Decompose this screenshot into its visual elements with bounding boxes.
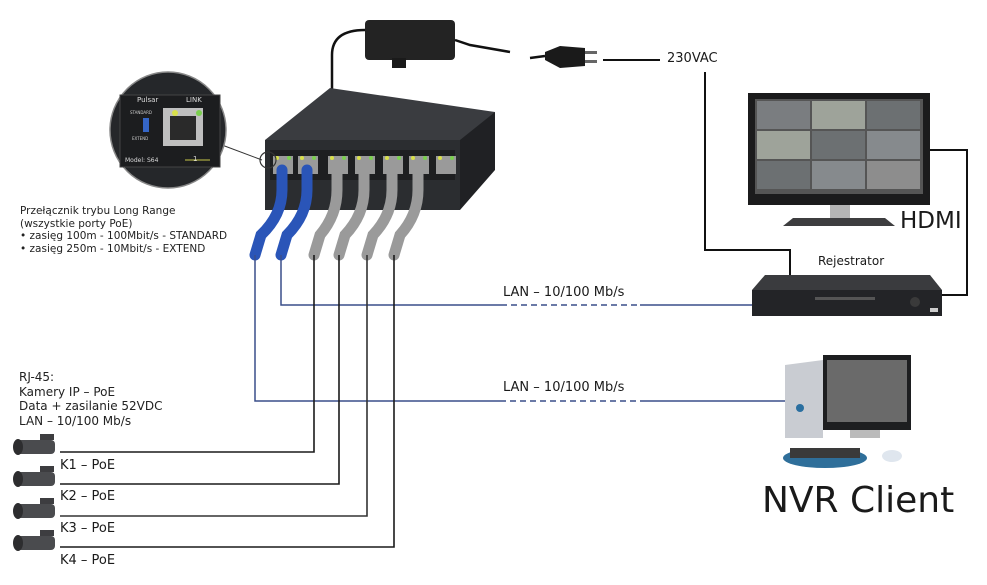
- camera-label-k4: K4 – PoE: [60, 553, 116, 568]
- network-cable-icon: [249, 164, 288, 261]
- mode-switch-note: Przełącznik trybu Long Range (wszystkie …: [20, 205, 227, 255]
- switch-detail-inset: [109, 71, 263, 189]
- port-led-icon: [411, 156, 415, 160]
- port-led-icon: [438, 156, 442, 160]
- nvr-client-icon: [783, 355, 911, 468]
- switch-model-label: Model: S64: [125, 157, 159, 164]
- ip-camera-icon: [13, 466, 55, 487]
- mode-note-line: Przełącznik trybu Long Range: [20, 205, 176, 217]
- client-lan-label: LAN – 10/100 Mb/s: [503, 380, 625, 395]
- camera-line-k3: [60, 255, 368, 517]
- camera-line-k4: [60, 255, 395, 548]
- nvr-client-label: NVR Client: [762, 480, 955, 521]
- port-led-icon: [450, 156, 454, 160]
- recorder-lan-line: [280, 255, 501, 306]
- network-cable-icon: [333, 164, 370, 261]
- camera-label-k3: K3 – PoE: [60, 521, 116, 536]
- camera-label-k2: K2 – PoE: [60, 489, 116, 504]
- camera-line-k1: [60, 255, 315, 453]
- dip-standard-label: STANDARD: [130, 110, 153, 115]
- port-led-icon: [300, 156, 304, 160]
- camera-label-k1: K1 – PoE: [60, 458, 116, 473]
- rj45-note-line: RJ-45:: [19, 370, 55, 384]
- rj45-note: RJ-45: Kamery IP – PoE Data + zasilanie …: [19, 370, 163, 428]
- dip-extend-label: EXTEND: [132, 136, 149, 141]
- hdmi-line: [930, 149, 968, 296]
- camera-line-k2: [60, 255, 340, 485]
- port-led-icon: [330, 156, 334, 160]
- camera-feed-tile: [812, 131, 865, 159]
- port-led-icon: [312, 156, 316, 160]
- camera-feed-tile: [867, 101, 920, 129]
- network-cable-icon: [308, 164, 343, 261]
- rj45-note-line: LAN – 10/100 Mb/s: [19, 413, 132, 428]
- power-adapter-icon: [365, 20, 511, 68]
- switch-link-label: LINK: [186, 96, 202, 104]
- port-number-label: 1: [193, 155, 198, 163]
- power-plug-icon: [529, 46, 597, 68]
- mode-note-line: (wszystkie porty PoE): [20, 217, 133, 230]
- recorder-icon: [752, 275, 942, 316]
- camera-feed-tile: [757, 101, 810, 129]
- port-led-icon: [369, 156, 373, 160]
- mode-note-line: • zasięg 100m - 100Mbit/s - STANDARD: [20, 230, 228, 242]
- network-cable-icon: [388, 164, 424, 261]
- rj45-port-icon: [436, 156, 456, 174]
- camera-feed-tile: [867, 131, 920, 159]
- camera-feed-tile: [757, 131, 810, 159]
- monitor-icon: [748, 93, 930, 226]
- port-led-icon: [357, 156, 361, 160]
- recorder-power-line: [704, 72, 791, 275]
- recorder-label: Rejestrator: [818, 254, 885, 268]
- port-led-icon: [287, 156, 291, 160]
- port-led-icon: [385, 156, 389, 160]
- ip-camera-icon: [13, 498, 55, 519]
- camera-feed-tile: [867, 161, 920, 189]
- port-led-icon: [342, 156, 346, 160]
- port-led-icon: [423, 156, 427, 160]
- client-lan-line: [254, 255, 500, 402]
- mains-voltage-label: 230VAC: [667, 51, 718, 66]
- hdmi-label: HDMI: [900, 208, 962, 234]
- ip-camera-icon: [13, 530, 55, 551]
- port-led-icon: [397, 156, 401, 160]
- mode-note-line: • zasięg 250m - 10Mbit/s - EXTEND: [20, 242, 206, 255]
- camera-feed-tile: [757, 161, 810, 189]
- network-cable-icon: [361, 164, 398, 261]
- network-cable-icon: [275, 164, 313, 261]
- ip-camera-icon: [13, 434, 55, 455]
- camera-feed-tile: [812, 161, 865, 189]
- switch-brand-label: Pulsar: [137, 96, 159, 104]
- camera-feed-tile: [812, 101, 865, 129]
- power-cable: [330, 28, 366, 90]
- recorder-lan-label: LAN – 10/100 Mb/s: [503, 285, 625, 300]
- rj45-note-line: Kamery IP – PoE: [19, 384, 116, 399]
- rj45-note-line: Data + zasilanie 52VDC: [19, 399, 163, 413]
- poe-switch-icon: [259, 88, 495, 210]
